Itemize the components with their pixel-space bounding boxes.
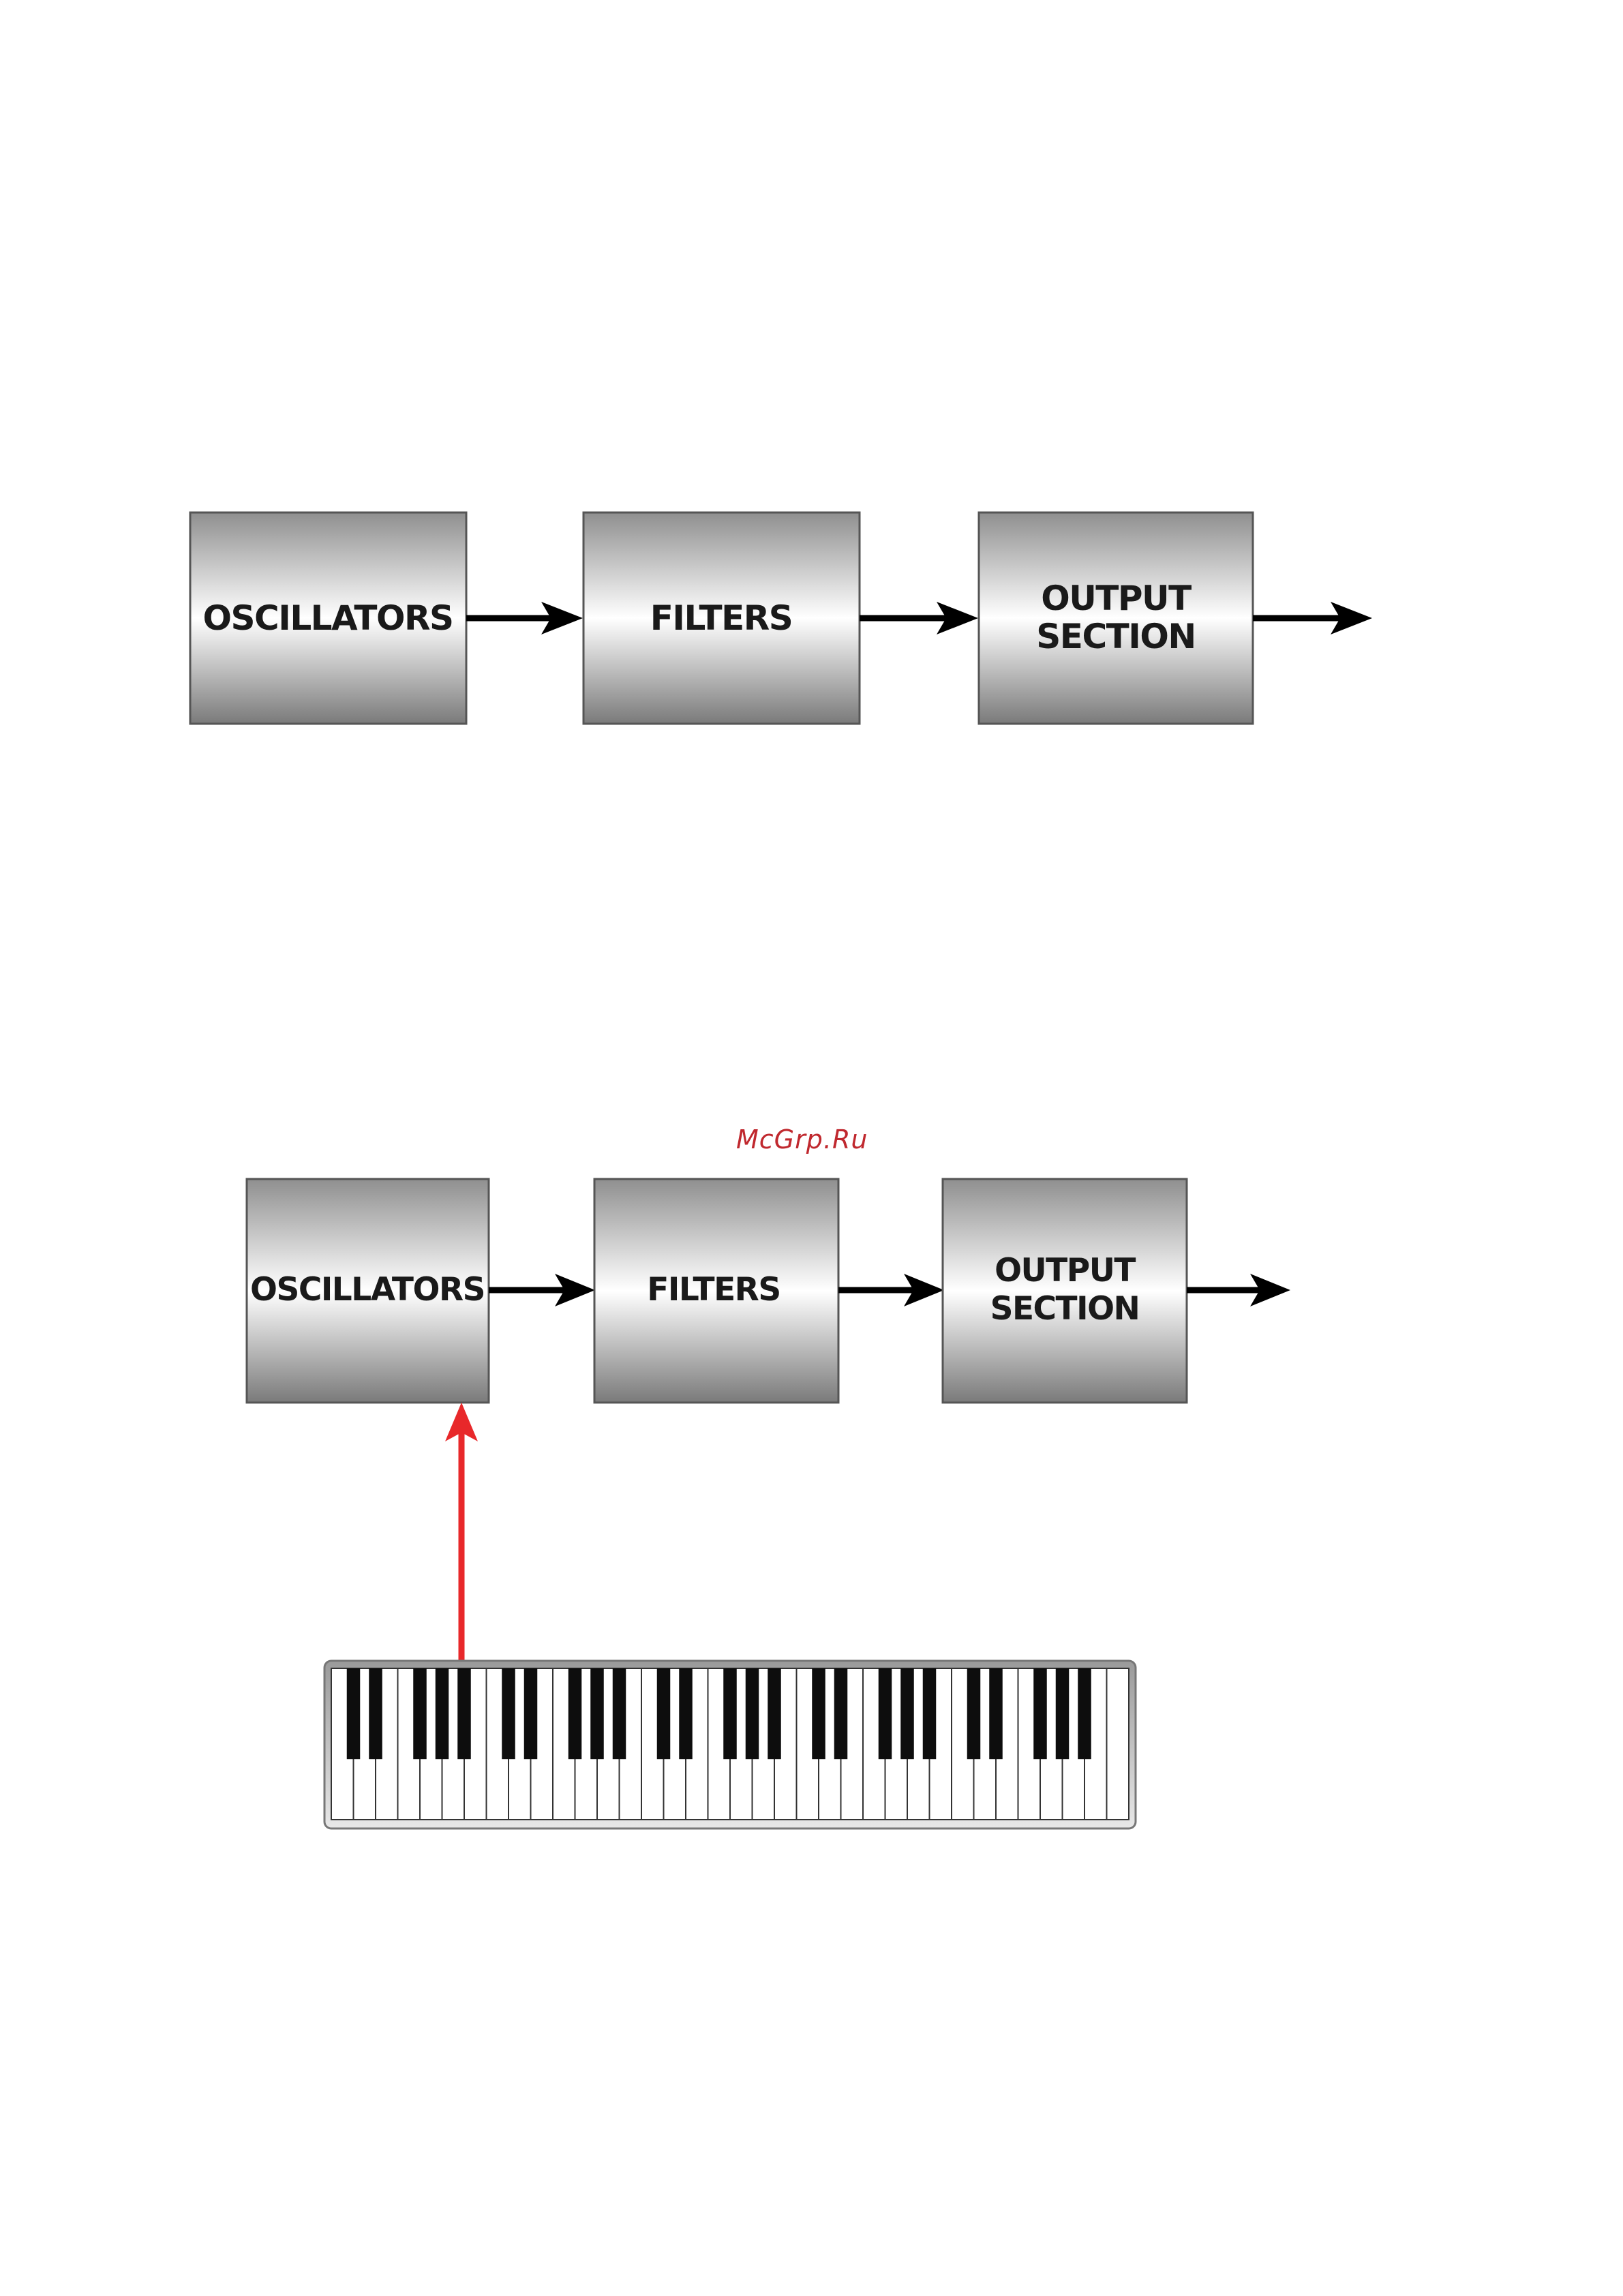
arrow-filters-to-output <box>860 602 978 634</box>
filters-label: FILTERS <box>650 598 793 638</box>
black-key <box>723 1668 737 1759</box>
section-label: SECTION <box>1036 617 1195 656</box>
output-section-block: OUTPUT SECTION <box>943 1179 1187 1403</box>
keyboard <box>324 1661 1136 1828</box>
keyboard-to-oscillators-arrow <box>445 1403 478 1661</box>
black-key <box>413 1668 427 1759</box>
black-key <box>900 1668 914 1759</box>
black-key <box>834 1668 848 1759</box>
arrow-output <box>1253 602 1372 634</box>
black-key <box>657 1668 671 1759</box>
black-key <box>1056 1668 1070 1759</box>
diagram-1: OSCILLATORS FILTERS OUTPUT SECTION <box>190 512 1372 724</box>
oscillators-block: OSCILLATORS <box>247 1179 489 1403</box>
oscillators-label: OSCILLATORS <box>203 598 453 638</box>
white-key <box>1107 1668 1129 1820</box>
black-key <box>923 1668 937 1759</box>
black-key <box>436 1668 449 1759</box>
arrow-oscillators-to-filters <box>466 602 583 634</box>
watermark: McGrp.Ru <box>736 1124 868 1154</box>
black-key <box>457 1668 471 1759</box>
black-key <box>746 1668 759 1759</box>
output-label: OUTPUT <box>1041 579 1192 618</box>
black-key <box>347 1668 361 1759</box>
output-section-block: OUTPUT SECTION <box>979 512 1253 724</box>
black-key <box>1033 1668 1047 1759</box>
section-label: SECTION <box>990 1290 1140 1328</box>
black-key <box>590 1668 604 1759</box>
black-key <box>369 1668 382 1759</box>
arrow-output <box>1187 1274 1290 1306</box>
black-key <box>679 1668 693 1759</box>
filters-block: FILTERS <box>594 1179 838 1403</box>
output-label: OUTPUT <box>995 1252 1136 1289</box>
oscillators-label: OSCILLATORS <box>250 1271 485 1308</box>
black-key <box>989 1668 1003 1759</box>
black-key <box>1078 1668 1091 1759</box>
arrow-filters-to-output <box>838 1274 944 1306</box>
black-key <box>524 1668 538 1759</box>
filters-block: FILTERS <box>583 512 860 724</box>
oscillators-block: OSCILLATORS <box>190 512 466 724</box>
black-key <box>568 1668 582 1759</box>
black-key <box>879 1668 892 1759</box>
black-key <box>613 1668 626 1759</box>
black-key <box>812 1668 825 1759</box>
black-key <box>967 1668 981 1759</box>
arrow-oscillators-to-filters <box>489 1274 595 1306</box>
black-key <box>768 1668 781 1759</box>
black-key <box>502 1668 515 1759</box>
filters-label: FILTERS <box>647 1271 780 1308</box>
diagram-2: OSCILLATORS FILTERS OUTPUT SECTION <box>247 1179 1290 1828</box>
